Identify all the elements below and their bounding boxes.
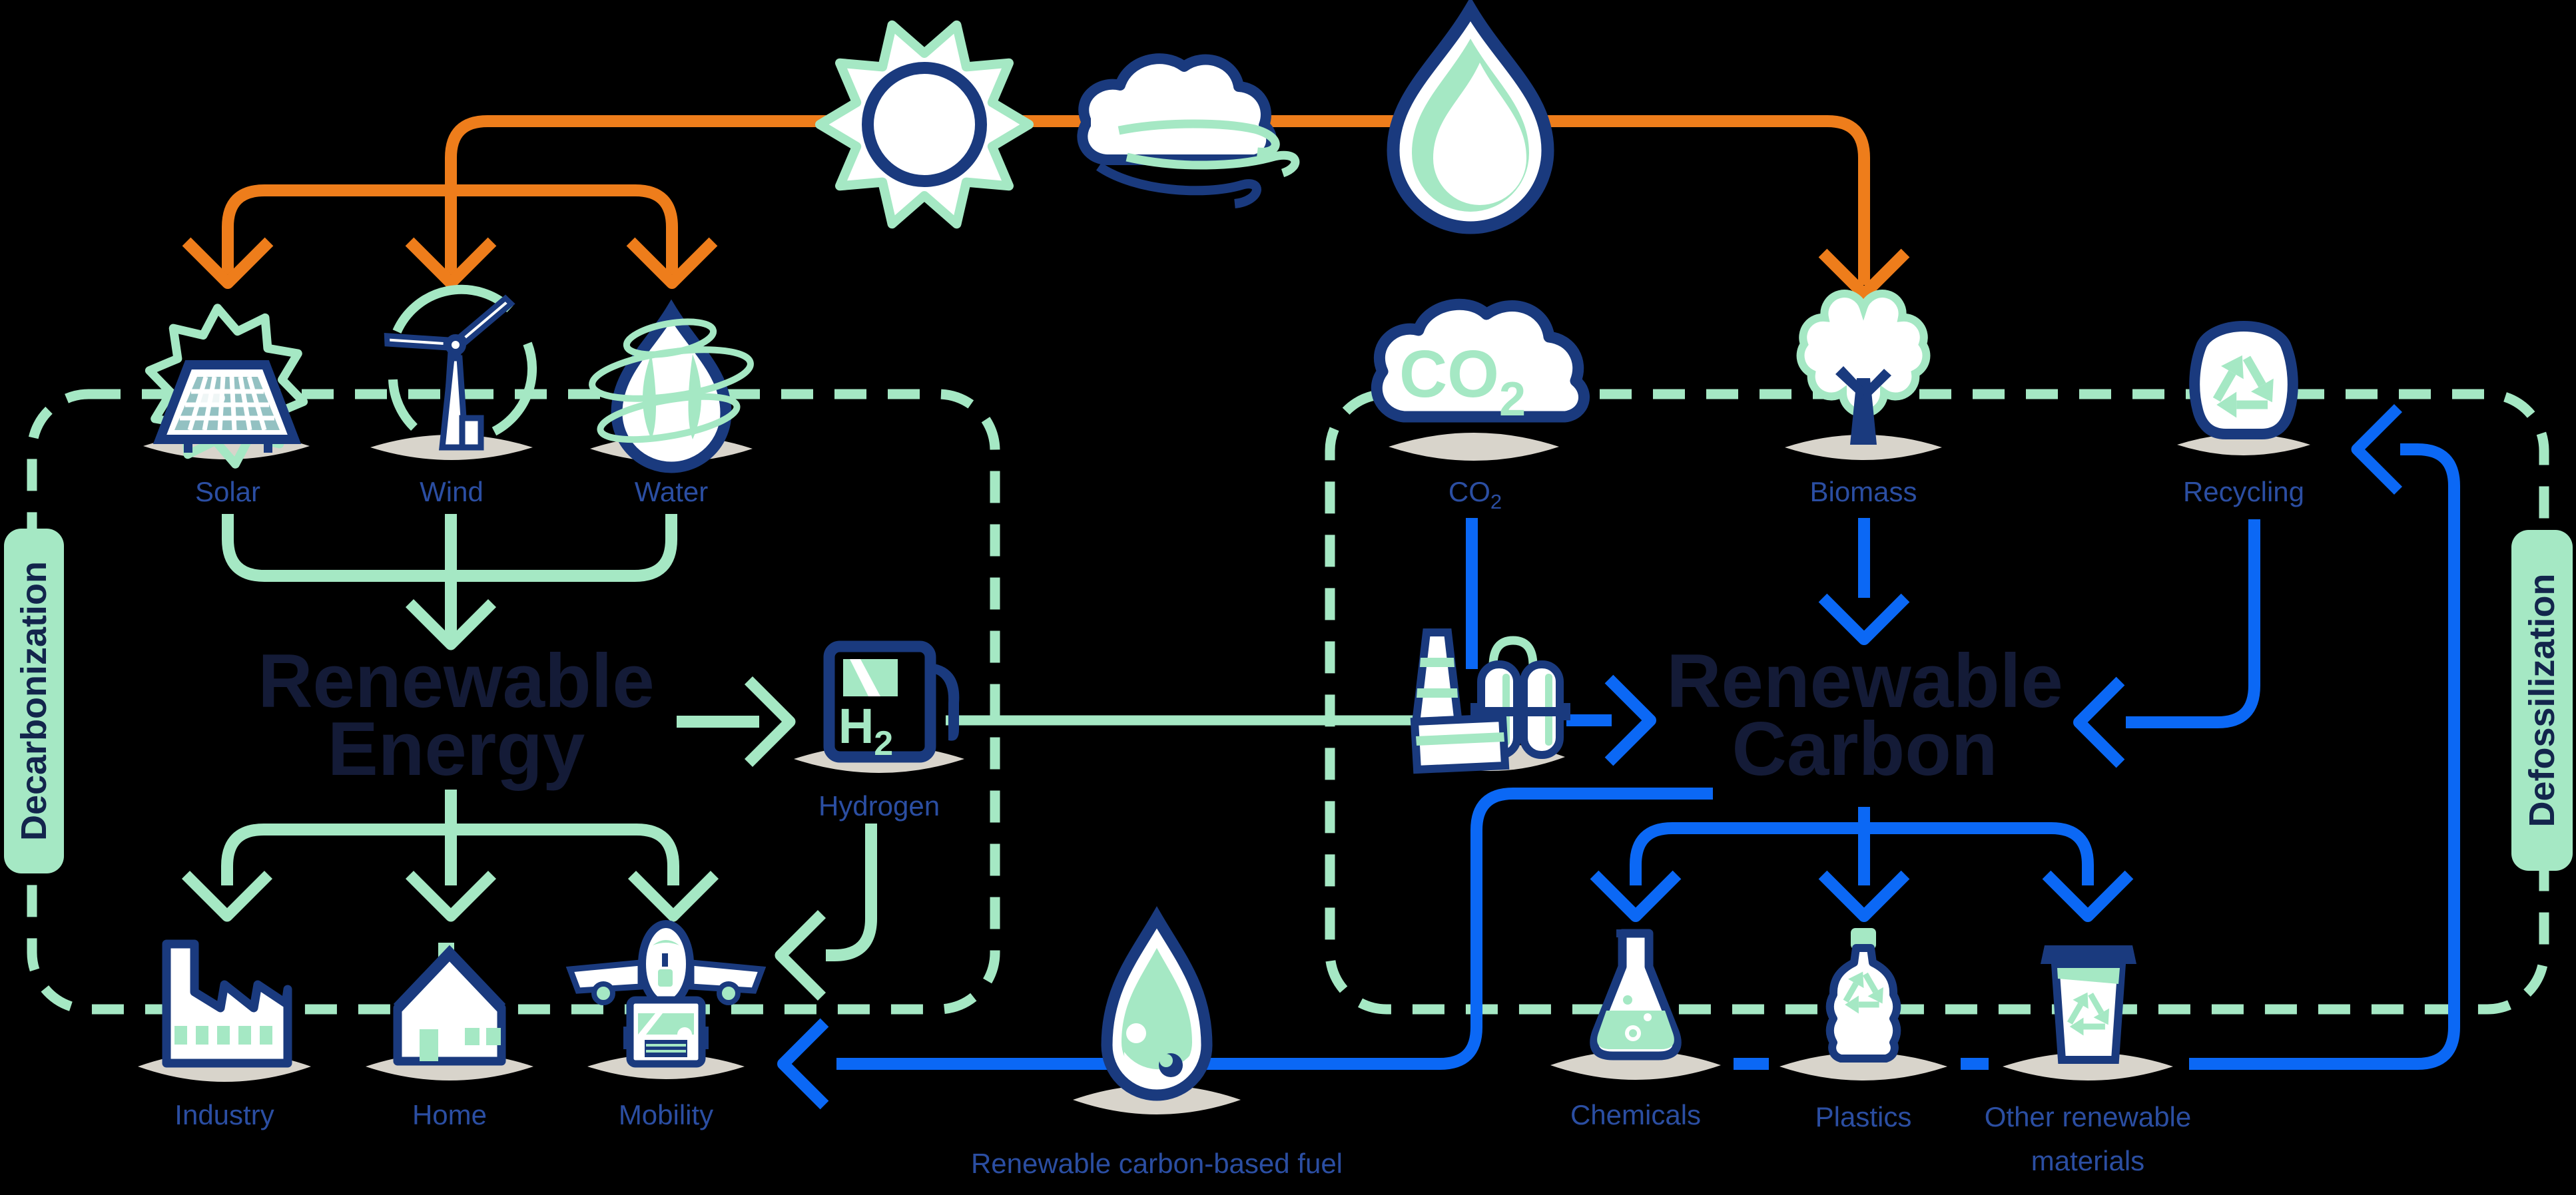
svg-text:Recycling: Recycling xyxy=(2183,476,2304,507)
svg-text:Industry: Industry xyxy=(174,1099,274,1130)
svg-text:Biomass: Biomass xyxy=(1809,476,1917,507)
svg-text:Renewable: Renewable xyxy=(1666,639,2063,724)
svg-text:Energy: Energy xyxy=(328,707,585,792)
svg-text:Renewable carbon-based fuel: Renewable carbon-based fuel xyxy=(971,1148,1343,1179)
svg-text:Solar: Solar xyxy=(195,476,260,507)
svg-text:Other renewable: Other renewable xyxy=(1985,1101,2192,1132)
svg-text:Hydrogen: Hydrogen xyxy=(818,790,940,822)
svg-text:Carbon: Carbon xyxy=(1732,707,1998,792)
svg-text:Water: Water xyxy=(635,476,708,507)
svg-text:Mobility: Mobility xyxy=(619,1099,713,1130)
svg-text:Plastics: Plastics xyxy=(1815,1101,1912,1132)
svg-text:materials: materials xyxy=(2031,1145,2144,1176)
svg-text:Wind: Wind xyxy=(420,476,483,507)
svg-text:Renewable: Renewable xyxy=(258,639,655,724)
svg-text:Decarbonization: Decarbonization xyxy=(14,561,54,841)
svg-text:Home: Home xyxy=(412,1099,487,1130)
svg-text:Defossilization: Defossilization xyxy=(2522,573,2562,827)
svg-text:Chemicals: Chemicals xyxy=(1570,1099,1701,1130)
